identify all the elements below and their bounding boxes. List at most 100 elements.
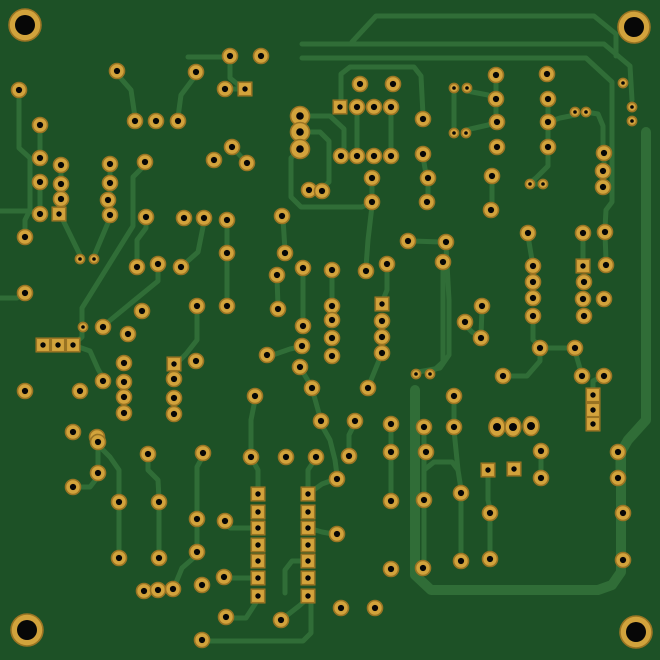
copper-trace: [349, 13, 619, 59]
drill-hole: [485, 467, 491, 473]
drill-hole: [544, 143, 552, 151]
drill-hole: [106, 211, 114, 219]
drill-hole: [21, 387, 29, 395]
copper-trace: [421, 459, 461, 473]
drill-hole: [599, 183, 607, 191]
drill-hole: [493, 423, 501, 431]
drill-hole: [580, 263, 586, 269]
drill-hole: [21, 289, 29, 297]
drill-hole: [305, 186, 313, 194]
copper-trace: [410, 127, 651, 595]
drill-hole: [180, 214, 188, 222]
drill-hole: [198, 581, 206, 589]
drill-hole: [333, 530, 341, 538]
copper-trace: [227, 56, 244, 90]
drill-hole: [305, 558, 311, 564]
mounting-hole: [15, 15, 35, 35]
drill-hole: [223, 216, 231, 224]
drill-hole: [106, 179, 114, 187]
drill-hole: [333, 475, 341, 483]
drill-hole: [99, 323, 107, 331]
drill-hole: [493, 143, 501, 151]
drill-hole: [579, 229, 587, 237]
drill-hole: [368, 198, 376, 206]
drill-hole: [251, 392, 259, 400]
drill-hole: [144, 450, 152, 458]
drill-hole: [614, 448, 622, 456]
drill-hole: [154, 586, 162, 594]
drill-hole: [527, 422, 535, 430]
drill-hole: [115, 498, 123, 506]
drill-hole: [387, 420, 395, 428]
drill-hole: [578, 372, 586, 380]
drill-hole: [387, 152, 395, 160]
drill-hole: [404, 237, 412, 245]
drill-hole: [486, 509, 494, 517]
copper-trace: [409, 238, 444, 245]
drill-hole: [57, 161, 65, 169]
drill-hole: [193, 548, 201, 556]
drill-hole: [169, 585, 177, 593]
drill-hole: [487, 206, 495, 214]
drill-hole: [282, 453, 290, 461]
drill-hole: [318, 187, 326, 195]
drill-hole: [155, 554, 163, 562]
drill-hole: [580, 278, 588, 286]
drill-hole: [452, 131, 456, 135]
drill-hole: [273, 271, 281, 279]
drill-hole: [242, 86, 248, 92]
drill-hole: [228, 143, 236, 151]
drill-hole: [281, 249, 289, 257]
drill-hole: [524, 229, 532, 237]
drill-hole: [619, 509, 627, 517]
drill-hole: [362, 267, 370, 275]
drill-hole: [571, 344, 579, 352]
drill-hole: [461, 318, 469, 326]
copper-trace: [145, 454, 162, 502]
drill-hole: [200, 214, 208, 222]
drill-hole: [140, 587, 148, 595]
copper-trace: [172, 552, 200, 588]
drill-hole: [177, 263, 185, 271]
copper-trace: [97, 444, 122, 502]
drill-hole: [573, 110, 577, 114]
drill-hole: [170, 394, 178, 402]
drill-hole: [255, 509, 261, 515]
drill-hole: [424, 174, 432, 182]
drill-hole: [465, 86, 469, 90]
drill-hole: [69, 428, 77, 436]
drill-hole: [600, 149, 608, 157]
mounting-hole: [624, 17, 644, 37]
drill-hole: [142, 213, 150, 221]
copper-trace: [338, 64, 426, 118]
drill-hole: [36, 210, 44, 218]
drill-hole: [170, 410, 178, 418]
drill-hole: [255, 575, 261, 581]
drill-hole: [387, 448, 395, 456]
drill-hole: [614, 474, 622, 482]
drill-hole: [621, 81, 625, 85]
drill-hole: [419, 150, 427, 158]
drill-hole: [328, 352, 336, 360]
drill-hole: [529, 278, 537, 286]
drill-hole: [351, 417, 359, 425]
drill-hole: [337, 604, 345, 612]
drill-hole: [356, 80, 364, 88]
drill-hole: [387, 565, 395, 573]
drill-hole: [305, 491, 311, 497]
drill-hole: [223, 249, 231, 257]
drill-hole: [299, 322, 307, 330]
copper-trace: [71, 162, 148, 347]
drill-hole: [76, 387, 84, 395]
drill-hole: [378, 317, 386, 325]
drill-hole: [528, 182, 532, 186]
drill-hole: [387, 497, 395, 505]
copper-trace: [175, 72, 199, 120]
drill-hole: [113, 67, 121, 75]
drill-hole: [590, 392, 596, 398]
drill-hole: [590, 407, 596, 413]
drill-hole: [278, 212, 286, 220]
drill-hole: [630, 105, 634, 109]
drill-hole: [220, 573, 228, 581]
